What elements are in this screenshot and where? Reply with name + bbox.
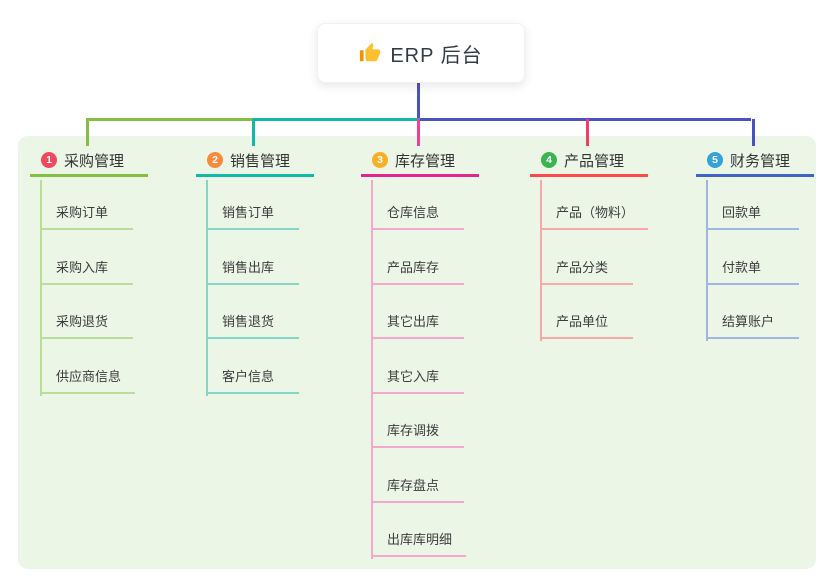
child-label: 仓库信息: [387, 205, 440, 220]
branch-number-badge: 3: [372, 152, 388, 168]
child-connector-line: [40, 180, 42, 396]
child-node[interactable]: 产品（物料）: [540, 200, 649, 230]
child-label: 销售出库: [222, 259, 275, 275]
child-node[interactable]: 销售订单: [206, 200, 299, 230]
child-node[interactable]: 结算账户: [706, 309, 799, 339]
child-node[interactable]: 采购入库: [40, 255, 133, 285]
branch-number-badge: 2: [207, 152, 223, 168]
branch-label: 库存管理: [395, 152, 456, 170]
child-label: 产品分类: [556, 259, 609, 275]
branch-label: 产品管理: [564, 152, 625, 170]
child-connector-line: [706, 180, 708, 341]
child-label: 回款单: [722, 205, 762, 220]
child-node[interactable]: 产品单位: [540, 309, 633, 339]
child-node[interactable]: 产品库存: [371, 255, 464, 285]
child-label: 结算账户: [722, 314, 775, 329]
thumbs-up-icon: [359, 42, 381, 64]
child-node[interactable]: 其它出库: [371, 309, 464, 339]
child-label: 客户信息: [222, 368, 275, 384]
branch-drop-line: [252, 119, 255, 146]
child-label: 产品（物料）: [556, 205, 635, 220]
child-node[interactable]: 库存盘点: [371, 473, 464, 503]
child-node[interactable]: 其它入库: [371, 364, 464, 394]
branch-drop-line: [417, 119, 420, 146]
child-label: 库存调拨: [387, 423, 440, 438]
child-label: 采购入库: [56, 259, 109, 275]
root-node[interactable]: ERP 后台: [317, 23, 525, 83]
branch-node-1[interactable]: 1 采购管理: [30, 146, 148, 177]
trunk-segment-right: [420, 118, 751, 121]
root-label: ERP 后台: [390, 44, 483, 67]
branch-label: 销售管理: [230, 152, 291, 170]
child-node[interactable]: 库存调拨: [371, 418, 464, 448]
branch-number-badge: 4: [541, 152, 557, 168]
branch-drop-line: [586, 119, 589, 146]
child-label: 销售订单: [222, 205, 275, 220]
child-node[interactable]: 客户信息: [206, 364, 299, 394]
branch-drop-line: [752, 119, 755, 146]
child-node[interactable]: 产品分类: [540, 255, 633, 285]
child-label: 销售退货: [222, 314, 275, 329]
branch-node-4[interactable]: 4 产品管理: [530, 146, 648, 177]
branch-number-badge: 1: [41, 152, 57, 168]
child-node[interactable]: 供应商信息: [40, 364, 136, 394]
child-label: 采购退货: [56, 314, 109, 329]
child-label: 出库库明细: [387, 532, 453, 547]
branch-number-badge: 5: [707, 152, 723, 168]
child-label: 库存盘点: [387, 477, 440, 493]
child-label: 其它入库: [387, 368, 440, 384]
child-node[interactable]: 仓库信息: [371, 200, 464, 230]
child-node[interactable]: 回款单: [706, 200, 799, 230]
child-label: 付款单: [722, 259, 762, 275]
child-label: 产品库存: [387, 259, 440, 275]
trunk-segment-middle: [253, 118, 420, 121]
background-panel: [18, 136, 816, 569]
branch-label: 财务管理: [730, 152, 791, 170]
child-label: 产品单位: [556, 314, 609, 329]
branch-node-5[interactable]: 5 财务管理: [696, 146, 814, 177]
child-connector-line: [540, 180, 542, 341]
child-node[interactable]: 采购订单: [40, 200, 133, 230]
branch-node-2[interactable]: 2 销售管理: [196, 146, 314, 177]
trunk-segment-left: [86, 118, 253, 121]
branch-drop-line: [86, 119, 89, 146]
child-node[interactable]: 采购退货: [40, 309, 133, 339]
child-connector-line: [371, 180, 373, 559]
child-node[interactable]: 付款单: [706, 255, 799, 285]
root-connector-line: [417, 81, 420, 118]
child-node[interactable]: 销售出库: [206, 255, 299, 285]
child-label: 供应商信息: [56, 368, 122, 384]
child-label: 其它出库: [387, 314, 440, 329]
child-label: 采购订单: [56, 205, 109, 220]
child-connector-line: [206, 180, 208, 396]
branch-label: 采购管理: [64, 152, 125, 170]
child-node[interactable]: 销售退货: [206, 309, 299, 339]
branch-node-3[interactable]: 3 库存管理: [361, 146, 479, 177]
child-node[interactable]: 出库库明细: [371, 527, 467, 557]
